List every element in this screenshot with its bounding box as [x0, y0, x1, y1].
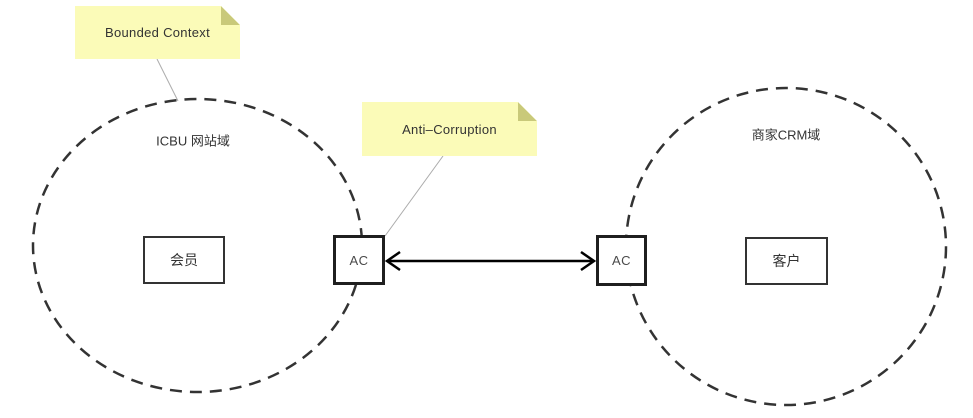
anti-corruption-note-connector-line — [384, 155, 444, 237]
two-way-arrow — [384, 250, 597, 272]
left-ac-adapter-box: AC — [333, 235, 385, 285]
left-context-title: ICBU 网站域 — [156, 131, 230, 150]
arrow-head-left — [384, 250, 401, 272]
arrow-head-right — [580, 250, 597, 272]
sticky-note-anti-corruption: Anti–Corruption — [362, 102, 537, 156]
bounded-context-note-connector-line — [156, 58, 179, 102]
sticky-note-bounded-context: Bounded Context — [75, 6, 240, 59]
right-ac-adapter-box: AC — [596, 235, 647, 286]
sticky-note-anti-corruption-label: Anti–Corruption — [402, 121, 497, 137]
left-ac-adapter-label: AC — [349, 252, 369, 268]
customer-entity-label: 客户 — [772, 253, 801, 269]
customer-entity-box: 客户 — [745, 237, 828, 285]
right-context-title-text: 商家CRM域 — [751, 127, 821, 143]
left-context-title-text: ICBU 网站域 — [156, 133, 230, 149]
member-entity-box: 会员 — [143, 236, 225, 284]
member-entity-label: 会员 — [170, 252, 198, 268]
right-context-title: 商家CRM域 — [752, 125, 821, 144]
sticky-note-bounded-context-label: Bounded Context — [105, 25, 210, 40]
right-ac-adapter-label: AC — [611, 253, 632, 268]
